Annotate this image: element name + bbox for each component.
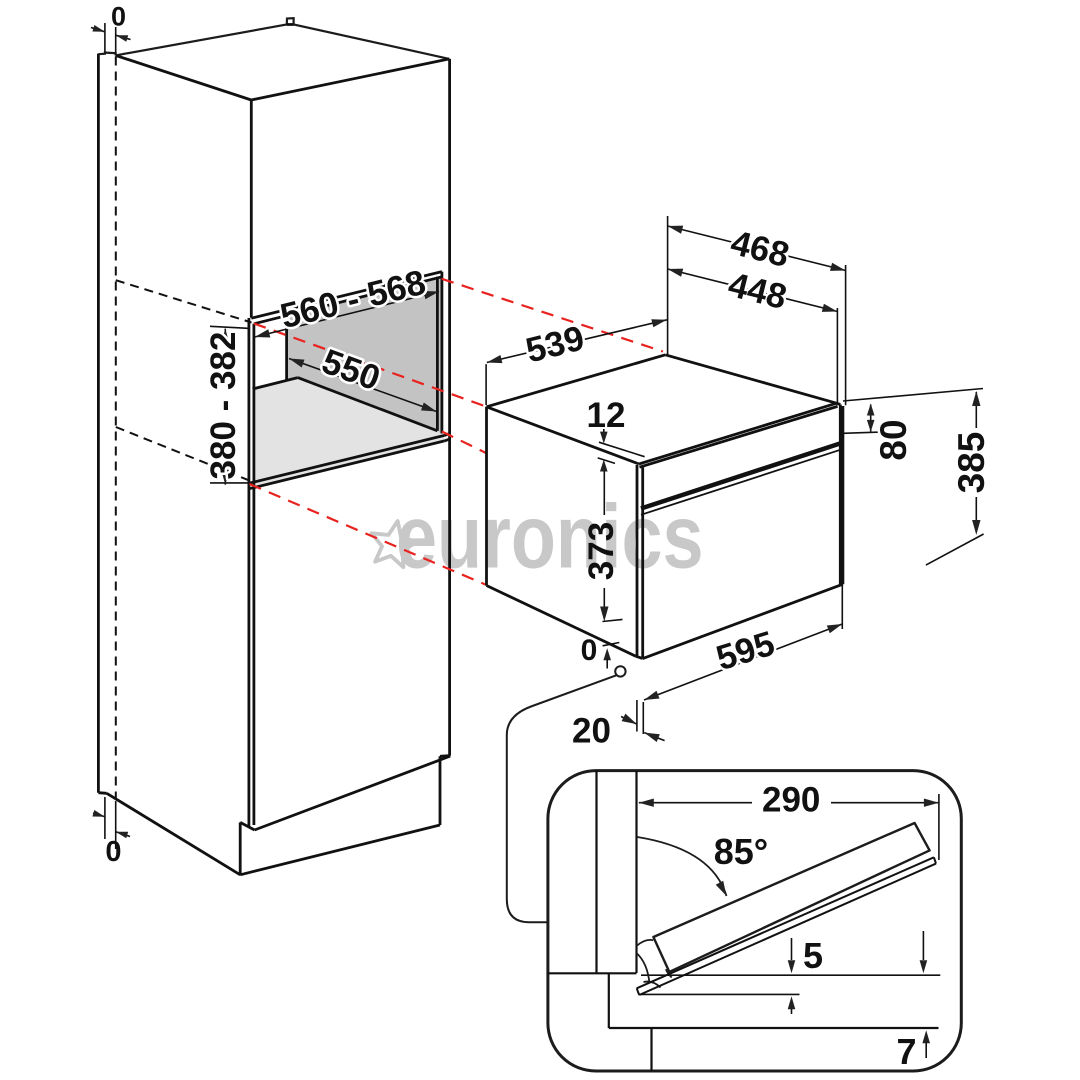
- svg-text:539: 539: [522, 319, 588, 371]
- svg-text:380 - 382: 380 - 382: [204, 332, 243, 480]
- svg-text:0: 0: [581, 634, 598, 667]
- svg-text:290: 290: [762, 781, 820, 820]
- svg-text:0: 0: [111, 2, 126, 32]
- svg-text:7: 7: [896, 1031, 916, 1072]
- svg-text:373: 373: [582, 522, 621, 580]
- svg-text:595: 595: [712, 624, 779, 678]
- svg-text:0: 0: [105, 836, 121, 868]
- svg-text:385: 385: [951, 432, 992, 494]
- svg-text:12: 12: [587, 396, 626, 435]
- svg-text:5: 5: [803, 935, 823, 976]
- svg-text:85°: 85°: [714, 831, 768, 872]
- svg-text:20: 20: [572, 712, 611, 751]
- svg-text:80: 80: [873, 419, 914, 460]
